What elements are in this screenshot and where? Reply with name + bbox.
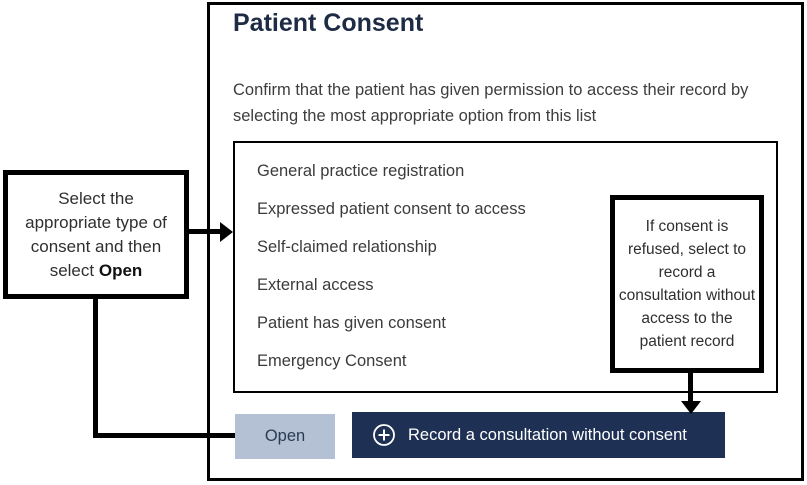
record-button-label: Record a consultation without consent xyxy=(408,425,687,444)
callout-left-text: Select the appropriate type of consent a… xyxy=(25,188,167,280)
circled-plus-icon xyxy=(373,424,395,446)
connector-left-callout-vertical xyxy=(93,294,98,438)
arrow-left-callout-to-list-head xyxy=(220,222,233,242)
arrow-left-callout-to-list-line xyxy=(188,229,220,234)
page-title: Patient Consent xyxy=(233,9,424,37)
consent-option-expressed-patient-consent[interactable]: Expressed patient consent to access xyxy=(257,200,526,218)
consent-option-patient-has-given-consent[interactable]: Patient has given consent xyxy=(257,314,446,332)
consent-option-self-claimed-relationship[interactable]: Self-claimed relationship xyxy=(257,238,437,256)
connector-left-callout-to-open-button xyxy=(93,433,235,438)
consent-option-external-access[interactable]: External access xyxy=(257,276,374,294)
open-button[interactable]: Open xyxy=(235,414,335,459)
callout-select-consent: Select the appropriate type of consent a… xyxy=(3,170,189,299)
callout-left-bold: Open xyxy=(98,260,143,280)
arrow-right-callout-to-record-head xyxy=(681,401,701,414)
consent-option-general-practice-registration[interactable]: General practice registration xyxy=(257,162,465,180)
arrow-right-callout-to-record-line xyxy=(688,373,693,403)
callout-right-text: If consent is refused, select to record … xyxy=(618,218,756,350)
callout-consent-refused: If consent is refused, select to record … xyxy=(610,195,764,373)
consent-option-emergency-consent[interactable]: Emergency Consent xyxy=(257,352,407,370)
record-consultation-without-consent-button[interactable]: Record a consultation without consent xyxy=(352,412,725,458)
dialog-instructions: Confirm that the patient has given permi… xyxy=(233,81,749,125)
